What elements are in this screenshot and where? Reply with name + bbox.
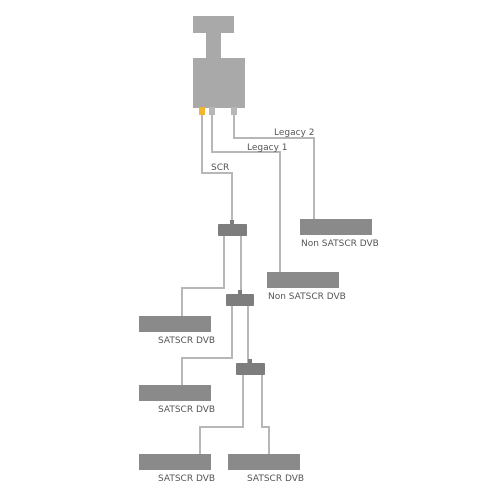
receiver-satscr: SATSCR DVB (139, 385, 215, 415)
receiver-label: SATSCR DVB (247, 474, 304, 484)
scr-label: SCR (211, 163, 229, 173)
legacy1-port (209, 107, 215, 115)
receiver-label: SATSCR DVB (158, 474, 215, 484)
receiver-satscr: SATSCR DVB (228, 454, 304, 484)
legacy2-port (231, 107, 237, 115)
receiver-satscr: SATSCR DVB (139, 454, 215, 484)
receiver-non-satscr: Non SATSCR DVB (267, 272, 346, 302)
splitter (236, 359, 265, 375)
lnb-unit (193, 16, 245, 115)
scr-port (199, 107, 205, 115)
receiver-label: SATSCR DVB (158, 336, 215, 346)
legacy2-cable (233, 110, 315, 220)
receiver-label: SATSCR DVB (158, 405, 215, 415)
lnb-neck (206, 33, 221, 58)
splitter2-out-left (181, 306, 233, 385)
lnb-body (193, 58, 245, 108)
receiver-label: Non SATSCR DVB (301, 239, 379, 249)
splitter (226, 290, 254, 306)
legacy2-label: Legacy 2 (274, 128, 314, 138)
receiver-non-satscr: Non SATSCR DVB (300, 219, 379, 249)
splitter1-out-left (181, 236, 225, 316)
splitter3-out-right (261, 375, 270, 454)
splitter3-out-left (199, 375, 244, 454)
receiver-satscr: SATSCR DVB (139, 316, 215, 346)
legacy1-label: Legacy 1 (247, 143, 287, 153)
cables (181, 110, 315, 454)
scr-cable (201, 110, 233, 226)
splitter (218, 220, 247, 236)
lnb-head (193, 16, 234, 33)
legacy1-cable (211, 110, 281, 272)
receiver-label: Non SATSCR DVB (268, 292, 346, 302)
